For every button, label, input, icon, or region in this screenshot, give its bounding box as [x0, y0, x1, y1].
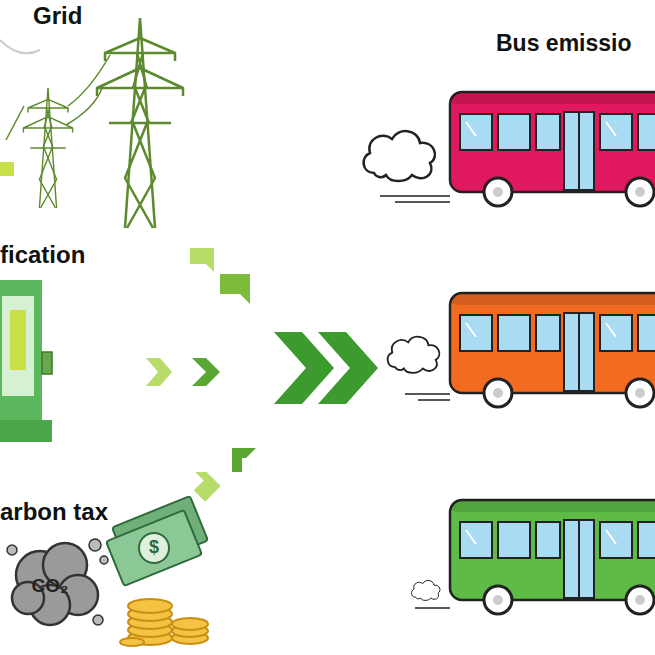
bus-orange [388, 293, 655, 407]
power-lines [6, 55, 110, 140]
banknotes [106, 496, 208, 586]
charger [0, 280, 52, 442]
co2-cloud [12, 543, 98, 625]
wire [0, 40, 40, 53]
section-title: Bus emissio [496, 31, 632, 56]
co2-label: CO₂ [32, 576, 69, 597]
bulb [0, 162, 14, 176]
small-tower [23, 88, 72, 208]
bus-green [411, 500, 655, 614]
section-title: Grid [33, 3, 82, 29]
section-title: fication [0, 242, 85, 268]
coins [120, 599, 208, 646]
large-tower [97, 18, 183, 228]
section-title: arbon tax [0, 499, 108, 525]
currency-symbol: $ [149, 538, 159, 558]
chevrons [146, 248, 378, 502]
soot [7, 539, 108, 625]
bus-red [364, 92, 655, 206]
